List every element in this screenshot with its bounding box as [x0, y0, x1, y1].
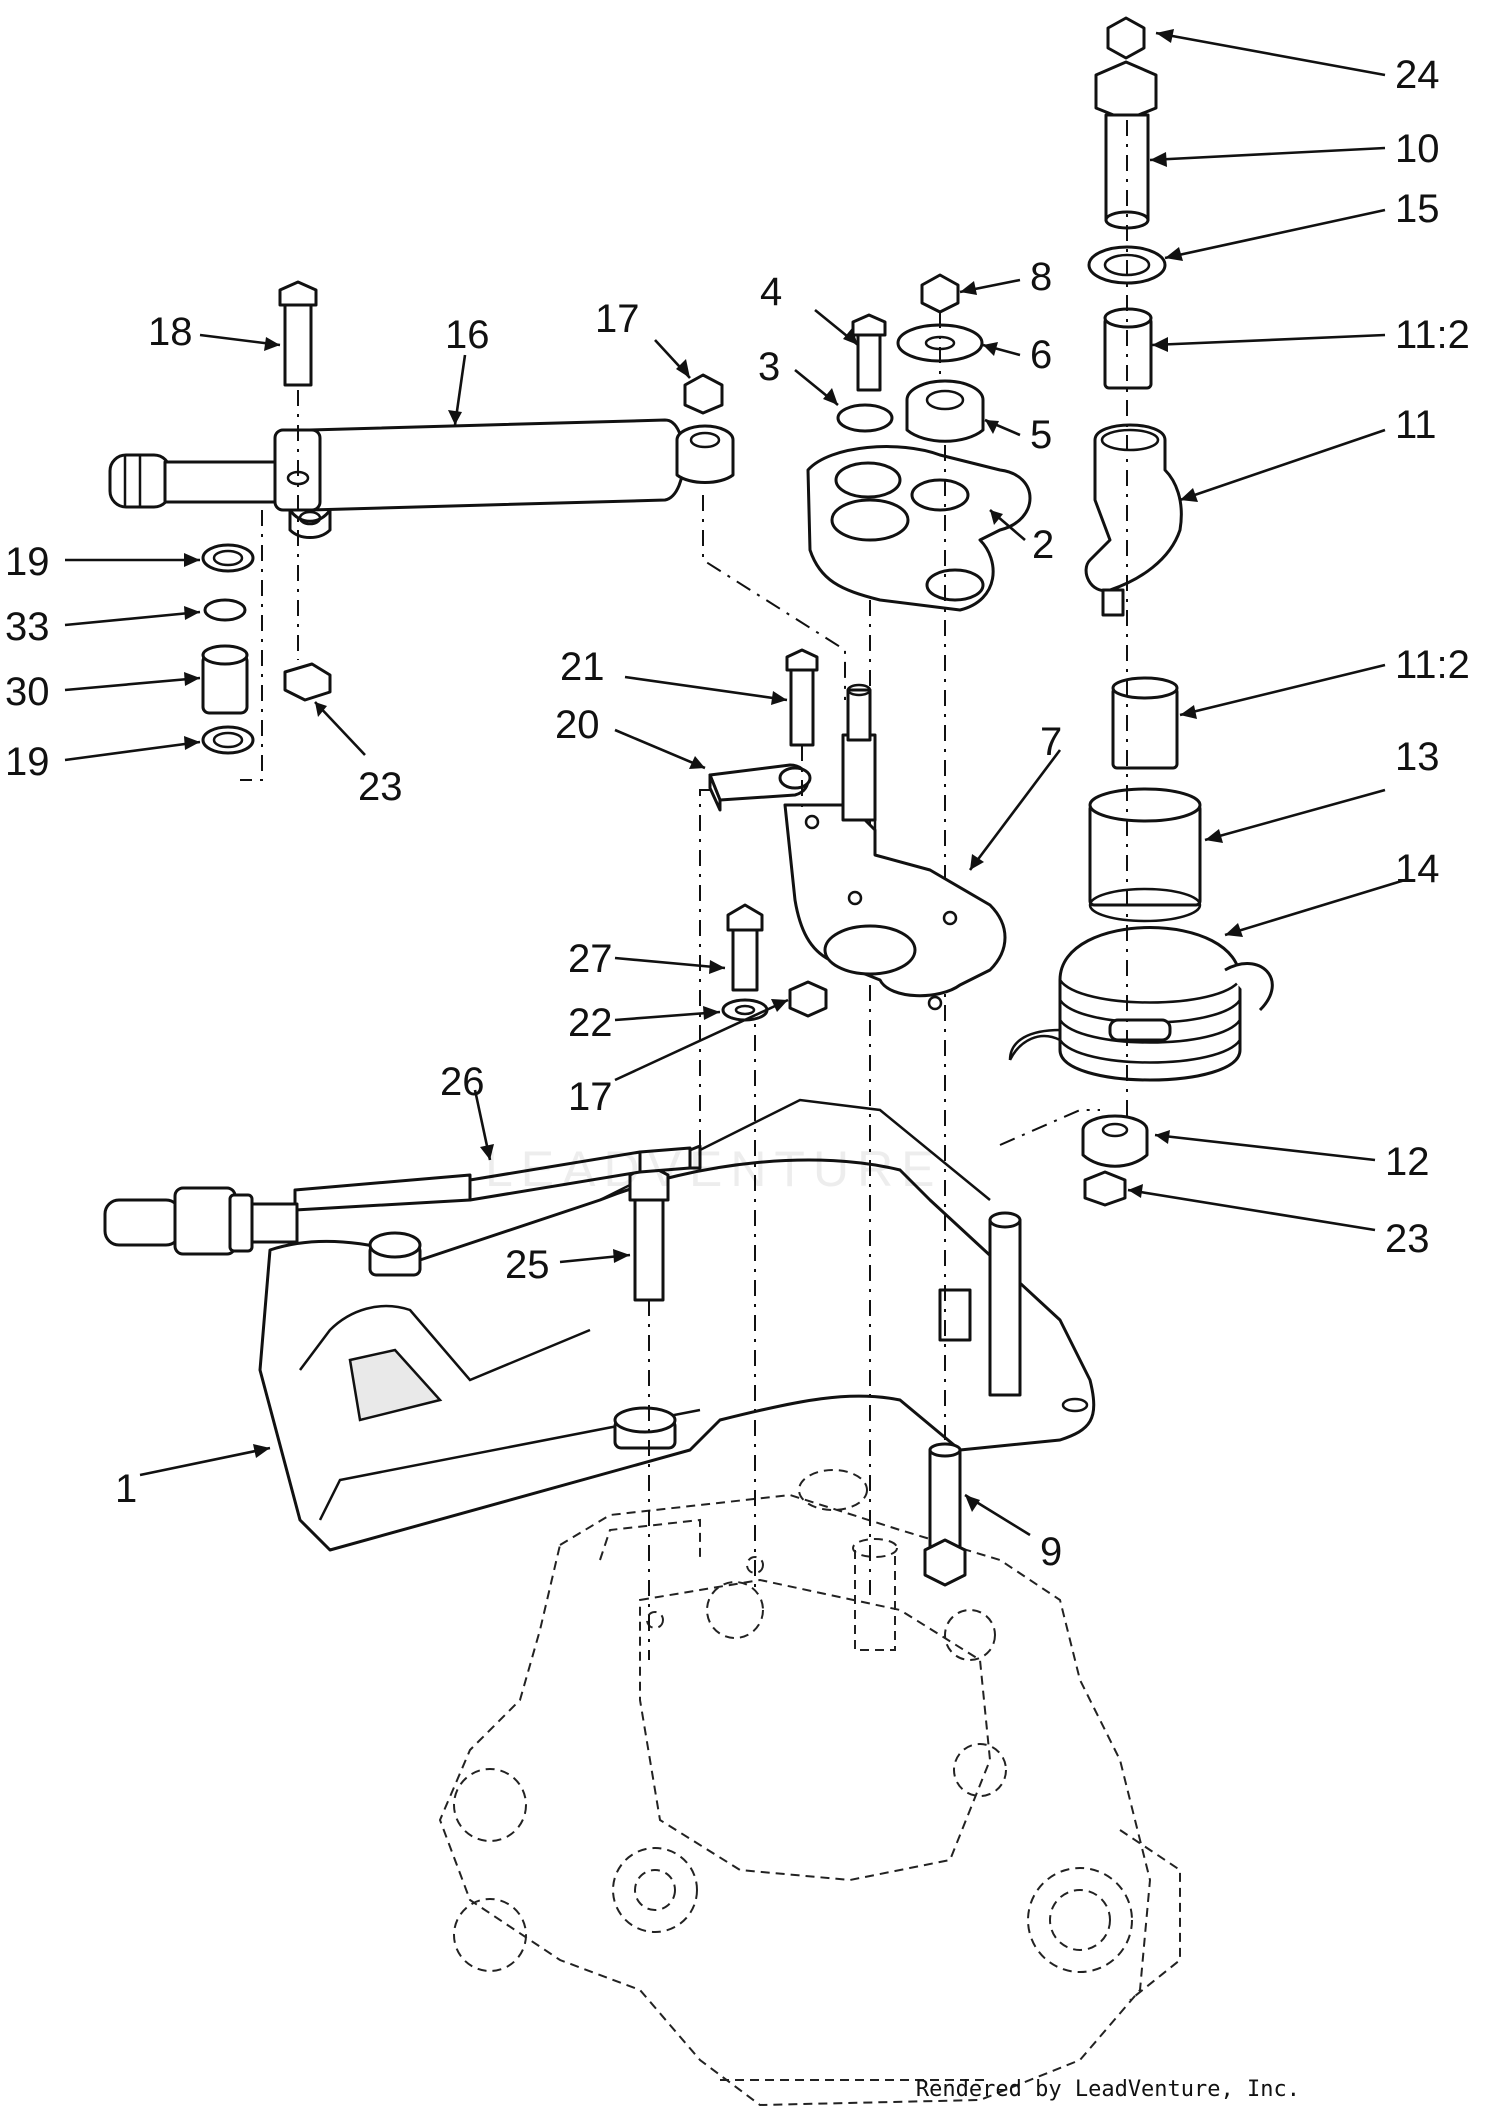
part-13-sleeve	[1088, 787, 1202, 923]
part-14-torsion-spring	[1008, 926, 1274, 1082]
callout-6: 6	[1030, 333, 1052, 377]
part-27-bolt	[726, 903, 764, 992]
callout-12: 12	[1385, 1140, 1430, 1184]
render-credit: Rendered by LeadVenture, Inc.	[915, 2077, 1300, 2102]
callout-11-2-upper: 11:2	[1395, 313, 1470, 357]
part-11-2-bushing-lower	[1111, 676, 1179, 770]
callout-11-2-lower: 11:2	[1395, 643, 1470, 687]
hydro-pump-housing	[438, 1469, 1181, 2107]
callout-21: 21	[560, 645, 605, 689]
callout-15: 15	[1395, 187, 1440, 231]
part-11-pivot-arm	[1084, 423, 1183, 617]
part-25-bolt	[628, 1163, 670, 1302]
callout-14: 14	[1395, 847, 1440, 891]
part-11-2-bushing-upper	[1103, 307, 1153, 390]
part-3-washer	[836, 403, 894, 433]
parts-19-33-30-washer-stack	[201, 543, 255, 755]
callout-30: 30	[5, 670, 50, 714]
callout-1: 1	[115, 1467, 137, 1511]
callout-20: 20	[555, 703, 600, 747]
callout-23-right: 23	[1385, 1217, 1430, 1261]
part-24-nut	[1106, 16, 1146, 60]
part-21-bolt	[785, 648, 819, 747]
part-2-pivot-plate	[806, 445, 1032, 612]
centerline-17	[702, 495, 846, 700]
callout-27: 27	[568, 937, 613, 981]
callout-5: 5	[1030, 413, 1052, 457]
part-26-control-cable	[103, 1144, 702, 1256]
part-5-bushing	[905, 379, 985, 443]
callout-17-top: 17	[595, 297, 640, 341]
callout-16: 16	[445, 313, 490, 357]
part-4-bolt	[851, 313, 887, 392]
callout-24: 24	[1395, 53, 1440, 97]
part-23-nut-right	[1083, 1170, 1127, 1207]
callout-labels: 24 10 15 8 4 6 17 18 16 11:2 3 5 11 2 19…	[5, 53, 1470, 1574]
part-18-bolt	[278, 280, 318, 387]
callout-9: 9	[1040, 1530, 1062, 1574]
part-12-bushing	[1081, 1114, 1149, 1168]
part-9-bolt	[923, 1442, 967, 1587]
part-17-nut-lower	[788, 980, 828, 1018]
callout-17-lower: 17	[568, 1075, 613, 1119]
callout-3: 3	[758, 345, 780, 389]
callout-7: 7	[1040, 720, 1062, 764]
callout-22: 22	[568, 1001, 613, 1045]
callout-19-upper: 19	[5, 540, 50, 584]
callout-33: 33	[5, 605, 50, 649]
part-7-actuator-bracket	[783, 779, 1007, 1011]
part-20-rod-end	[708, 763, 812, 812]
callout-10: 10	[1395, 127, 1440, 171]
part-16-damper-cylinder	[108, 418, 735, 539]
part-22-washer	[721, 998, 769, 1022]
callout-18: 18	[148, 310, 193, 354]
callout-11: 11	[1395, 403, 1437, 447]
part-23-nut-left	[283, 662, 332, 702]
callout-4: 4	[760, 270, 782, 314]
part-17-nut-top	[683, 373, 724, 415]
callout-19-lower: 19	[5, 740, 50, 784]
callout-25: 25	[505, 1243, 550, 1287]
part-7-pin	[841, 683, 877, 822]
part-1-mounting-bracket	[258, 1098, 1096, 1552]
callout-26: 26	[440, 1060, 485, 1104]
centerline-20	[699, 789, 710, 1160]
callout-8: 8	[1030, 255, 1052, 299]
watermark: LEADVENTURE	[485, 1141, 943, 1197]
part-8-nut	[920, 273, 960, 314]
callout-13: 13	[1395, 735, 1440, 779]
callout-2: 2	[1032, 523, 1054, 567]
leader-arrowheads	[184, 29, 1243, 1512]
callout-23-left: 23	[358, 765, 403, 809]
centerline-stack	[240, 510, 263, 781]
